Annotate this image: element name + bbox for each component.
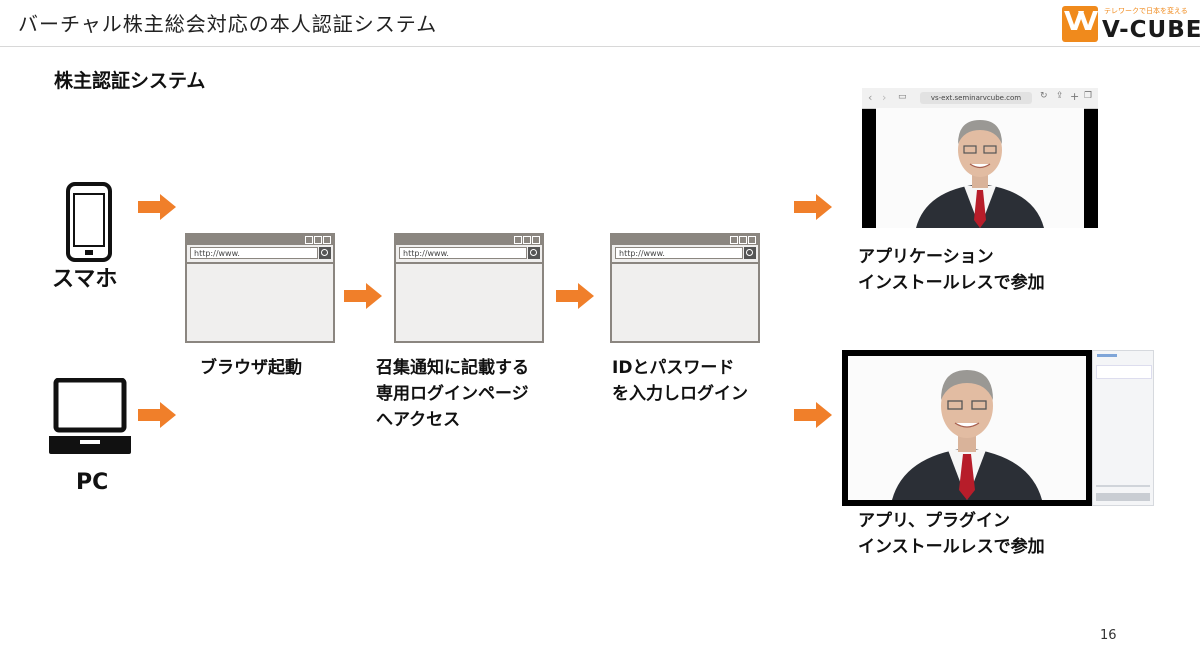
close-icon bbox=[323, 236, 331, 244]
reload-icon: ↻ bbox=[1040, 91, 1048, 101]
browser-titlebar bbox=[612, 235, 758, 245]
step2-label: 召集通知に記載する 専用ログインページ へアクセス bbox=[376, 358, 529, 430]
header-divider bbox=[0, 46, 1200, 47]
mobile-result-label: アプリケーション インストールレスで参加 bbox=[858, 247, 1045, 293]
man-in-suit-image bbox=[892, 370, 1042, 500]
arrow-to-pc-result bbox=[794, 402, 832, 428]
minimize-icon bbox=[305, 236, 313, 244]
browser-divider bbox=[612, 262, 758, 264]
browser-url-field: http://www. bbox=[615, 247, 743, 259]
minimize-icon bbox=[514, 236, 522, 244]
chat-side-panel bbox=[1092, 350, 1154, 506]
mobile-address-bar: vs-ext.seminarvcube.com bbox=[920, 92, 1032, 104]
chat-message bbox=[1096, 365, 1152, 379]
slide-title: バーチャル株主総会対応の本人認証システム bbox=[18, 12, 438, 36]
maximize-icon bbox=[523, 236, 531, 244]
section-subtitle: 株主認証システム bbox=[54, 70, 206, 92]
search-icon bbox=[528, 247, 540, 259]
laptop-icon bbox=[49, 378, 131, 454]
browser-titlebar bbox=[187, 235, 333, 245]
mobile-browser-toolbar: ‹ › ▭ vs-ext.seminarvcube.com ↻ ⇪ + ❐ bbox=[862, 88, 1098, 109]
browser-window-step2: http://www. bbox=[394, 233, 544, 343]
logo-name: V-CUBE bbox=[1102, 17, 1200, 43]
arrow-step2-to-step3 bbox=[556, 283, 594, 309]
browser-window-step1: http://www. bbox=[185, 233, 335, 343]
smartphone-label: スマホ bbox=[52, 267, 118, 292]
close-icon bbox=[532, 236, 540, 244]
participant-video-mobile bbox=[876, 108, 1084, 228]
new-tab-icon: + bbox=[1070, 90, 1080, 103]
browser-url-field: http://www. bbox=[399, 247, 527, 259]
maximize-icon bbox=[314, 236, 322, 244]
pc-video-frame bbox=[842, 350, 1092, 506]
logo-tagline: テレワークで日本を変える bbox=[1104, 7, 1188, 15]
browser-divider bbox=[187, 262, 333, 264]
back-icon: ‹ bbox=[868, 91, 873, 104]
pc-label: PC bbox=[76, 470, 109, 495]
smartphone-icon bbox=[66, 182, 112, 262]
page-number: 16 bbox=[1100, 628, 1117, 643]
tabs-icon: ❐ bbox=[1084, 91, 1093, 101]
chat-send-button bbox=[1096, 493, 1150, 501]
share-icon: ⇪ bbox=[1056, 91, 1064, 101]
arrow-step1-to-step2 bbox=[344, 283, 382, 309]
browser-divider bbox=[396, 262, 542, 264]
maximize-icon bbox=[739, 236, 747, 244]
arrow-smartphone bbox=[138, 194, 176, 220]
forward-icon: › bbox=[882, 91, 887, 104]
search-icon bbox=[744, 247, 756, 259]
bookmarks-icon: ▭ bbox=[898, 92, 907, 102]
arrow-to-mobile-result bbox=[794, 194, 832, 220]
browser-titlebar bbox=[396, 235, 542, 245]
participant-video-pc bbox=[848, 356, 1086, 500]
chat-panel-header bbox=[1097, 354, 1117, 357]
man-in-suit-image bbox=[916, 120, 1044, 228]
chat-input-line bbox=[1096, 485, 1150, 487]
minimize-icon bbox=[730, 236, 738, 244]
search-icon bbox=[319, 247, 331, 259]
mobile-video-frame: ‹ › ▭ vs-ext.seminarvcube.com ↻ ⇪ + ❐ bbox=[862, 88, 1098, 228]
step3-label: IDとパスワード を入力しログイン bbox=[612, 358, 748, 404]
pc-result-label: アプリ、プラグイン インストールレスで参加 bbox=[858, 511, 1045, 557]
browser-url-field: http://www. bbox=[190, 247, 318, 259]
browser-window-step3: http://www. bbox=[610, 233, 760, 343]
arrow-pc bbox=[138, 402, 176, 428]
step1-label: ブラウザ起動 bbox=[200, 358, 302, 378]
close-icon bbox=[748, 236, 756, 244]
